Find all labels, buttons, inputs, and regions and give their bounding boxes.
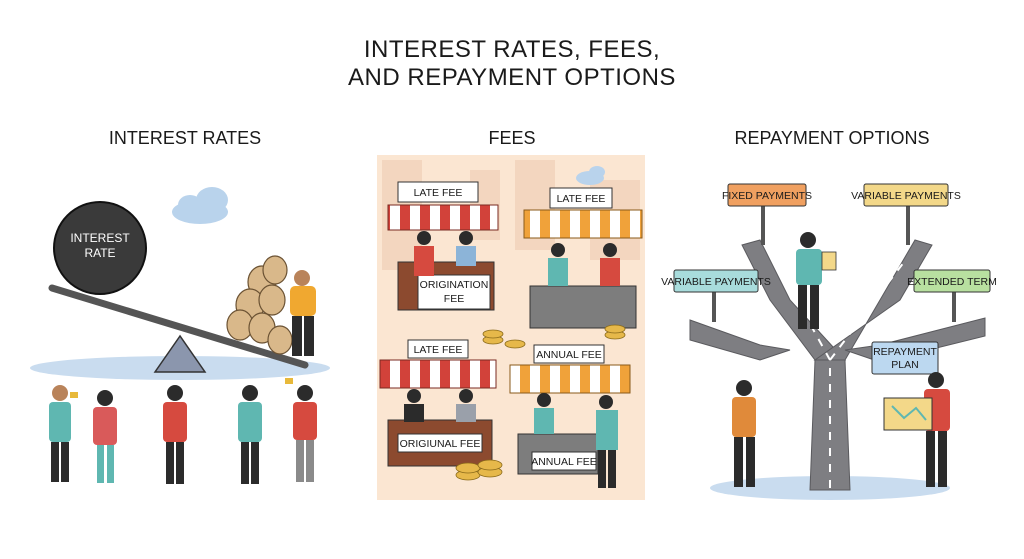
sign-variable-payments-top: VARIABLE PAYMENTS — [851, 183, 961, 207]
stall-top-left-counter-line-2: FEE — [444, 293, 464, 305]
stall-top-left-sign: LATE FEE — [414, 187, 463, 199]
interest-rate-ball — [53, 201, 147, 295]
sign-fixed-payments-label: FIXED PAYMENTS — [722, 190, 812, 202]
sign-variable-payments-left: VARIABLE PAYMENTS — [661, 269, 771, 293]
page-title-line-1: INTEREST RATES, FEES, — [363, 36, 661, 63]
repayment-options-heading: REPAYMENT OPTIONS — [734, 128, 930, 148]
repayment-scene: FIXED PAYMENTS VARIABLE PAYMENTS VARIABL… — [661, 183, 997, 500]
stall-top-right: LATE FEE — [523, 187, 643, 329]
money-bags-icon — [226, 255, 293, 355]
person-with-map — [883, 372, 950, 487]
interest-rates-heading: INTEREST RATES — [108, 128, 262, 148]
stall-bottom-right-sign: ANNUAL FEE — [536, 349, 602, 361]
stall-bottom-left-counter: ORIGIUNAL FEE — [400, 438, 481, 450]
stall-bottom-left-sign: LATE FEE — [414, 344, 463, 356]
cloud-icon — [576, 166, 605, 185]
fees-heading: FEES — [488, 128, 536, 148]
interest-rates-scene: INTEREST RATE — [30, 187, 330, 484]
stall-top-left: LATE FEE ORIGINATION FEE — [387, 181, 499, 311]
coin-stack-icon — [455, 324, 626, 481]
sign-posts — [712, 205, 956, 322]
person-pushing — [290, 270, 316, 356]
person-reading — [796, 232, 837, 329]
sign-extended-term-label: EXTENDED TERM — [907, 276, 997, 288]
sign-fixed-payments: FIXED PAYMENTS — [722, 183, 812, 207]
stall-bottom-left: LATE FEE ORIGIUNAL FEE — [379, 339, 497, 467]
seesaw-fulcrum — [153, 334, 207, 373]
stall-top-right-sign: LATE FEE — [557, 193, 606, 205]
sign-repayment-plan-line-1: REPAYMENT — [873, 346, 937, 358]
page-title-line-2: AND REPAYMENT OPTIONS — [348, 64, 676, 91]
sign-repayment-plan: REPAYMENT PLAN — [871, 341, 939, 375]
cloud-icon — [172, 187, 228, 224]
crowd — [49, 378, 317, 484]
stall-bottom-right-counter: ANNUAL FEE — [531, 456, 597, 468]
stall-bottom-right: ANNUAL FEE ANNUAL FEE — [509, 344, 631, 488]
sign-variable-payments-top-label: VARIABLE PAYMENTS — [851, 190, 961, 202]
sign-extended-term: EXTENDED TERM — [907, 269, 997, 293]
stall-top-left-counter-line-1: ORIGINATION — [420, 279, 489, 291]
ball-label-line-2: RATE — [84, 246, 115, 260]
sign-variable-payments-left-label: VARIABLE PAYMENTS — [661, 276, 771, 288]
sign-repayment-plan-line-2: PLAN — [891, 359, 918, 371]
ball-label-line-1: INTEREST — [70, 231, 130, 245]
person-thinking — [732, 380, 756, 487]
fees-scene: LATE FEE ORIGINATION FEE LATE FEE LATE F… — [377, 155, 645, 500]
seesaw-plank — [48, 284, 309, 369]
